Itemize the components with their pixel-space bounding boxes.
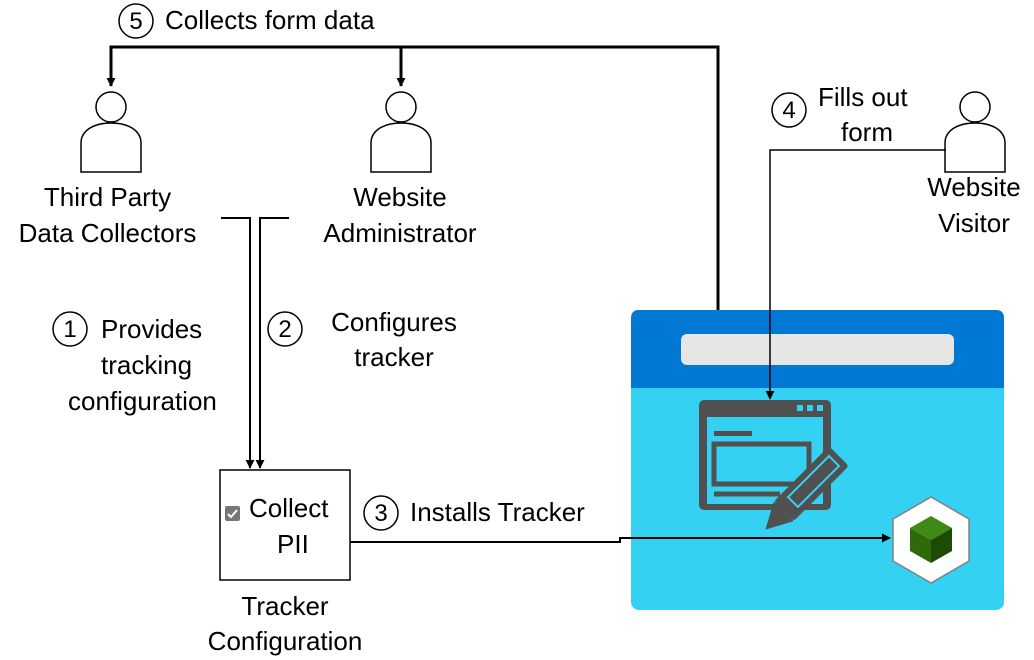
form-edit-icon [699, 400, 848, 530]
tracker-caption-line2: Configuration [207, 626, 363, 656]
step-label-configures: Configures [331, 307, 457, 337]
tracker-caption-line1: Tracker [241, 591, 329, 621]
step-number-4: 4 [782, 97, 796, 124]
step-number-1: 1 [63, 316, 77, 343]
actor-label-third-party-line1: Third Party [43, 182, 172, 212]
step-label-provides: Provides [101, 314, 203, 344]
actor-label-visitor-line1: Website [927, 172, 1021, 202]
step-badge-1 [52, 311, 88, 347]
step-badge-5 [118, 3, 154, 39]
step-label-tracking: tracking [101, 350, 193, 380]
arrow-configures-tracker [255, 217, 289, 469]
step-label-collects-form-data: Collects form data [165, 5, 375, 35]
actor-label-admin-line1: Website [353, 182, 447, 212]
tracker-box-collect: Collect [249, 493, 329, 523]
actor-label-visitor-line2: Visitor [938, 208, 1010, 238]
step-badges [52, 3, 807, 531]
step-badge-4 [771, 92, 807, 128]
connectors [106, 45, 946, 543]
tracker-config-box [219, 469, 351, 581]
arrow-installs-tracker [350, 533, 891, 543]
actor-label-admin-line2: Administrator [323, 218, 477, 248]
person-icon-admin [370, 91, 432, 173]
cube-icon [892, 496, 970, 584]
step-badge-2 [267, 311, 303, 347]
step-label-fills-out: Fills out [818, 82, 908, 112]
person-icon-visitor [944, 91, 1006, 173]
person-icon-third-party [80, 91, 142, 173]
arrow-fills-out-form [765, 149, 946, 400]
tracker-box-pii: PII [277, 529, 309, 559]
actor-label-third-party-line2: Data Collectors [18, 218, 197, 248]
step-badge-3 [363, 495, 399, 531]
step-number-2: 2 [278, 316, 292, 343]
step-number-5: 5 [129, 8, 143, 35]
address-bar [681, 334, 954, 365]
step-label-installs-tracker: Installs Tracker [410, 497, 585, 527]
step-label-form: form [841, 117, 893, 147]
step-number-3: 3 [374, 500, 388, 527]
step-label-configuration: configuration [68, 386, 217, 416]
arrow-collects-form-data [106, 45, 720, 310]
arrow-provides-config [221, 217, 255, 469]
checkbox-icon [225, 506, 240, 521]
step-label-tracker: tracker [354, 342, 434, 372]
